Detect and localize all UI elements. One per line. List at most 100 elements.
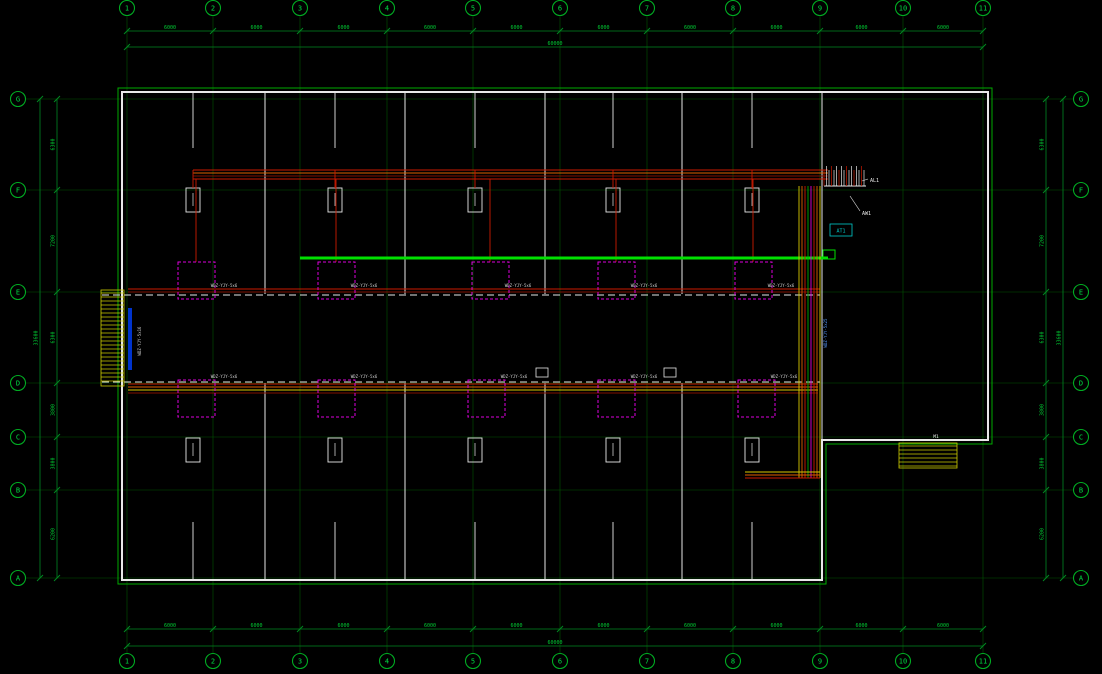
dimension-label: 6000: [770, 623, 782, 629]
building-outline: [122, 92, 988, 580]
dimension-label: 6000: [684, 623, 696, 629]
dimension-label: 6000: [337, 623, 349, 629]
grid-bubble-label: 11: [979, 4, 987, 12]
grid-bubble-label: 6: [558, 4, 562, 12]
grid-bubble-label: 2: [211, 657, 215, 665]
building-layer: [102, 88, 992, 584]
dimension-label: 6000: [597, 25, 609, 31]
dimension-label: 6000: [424, 25, 436, 31]
dimension-label: 6000: [855, 25, 867, 31]
junction-box: [536, 368, 548, 377]
equipment-box: [318, 262, 355, 299]
dimension-label: 60000: [547, 640, 562, 646]
grid-bubble-label: G: [16, 95, 20, 103]
grid-bubble-label: 1: [125, 4, 129, 12]
hatch-layer: [101, 290, 957, 468]
equipment-box: [178, 380, 215, 417]
equipment-layer: [178, 262, 775, 417]
grid-bubble-label: D: [1079, 379, 1083, 387]
grid-bubbles-layer: 11223344556677889910101111GGFFEEDDCCBBAA: [11, 1, 1089, 669]
annotation-label: WDZ-YJY-5x6: [351, 283, 378, 288]
grid-bubble-label: 5: [471, 4, 475, 12]
dimension-label: 3800: [1040, 404, 1046, 416]
junction-box: [664, 368, 676, 377]
grid-bubble-label: 10: [899, 4, 907, 12]
annotation-label: WDZ-YJY-5x6: [211, 283, 238, 288]
entrance-steps-right: [899, 443, 957, 468]
annotation-label: WDZ-YJY-5x6: [768, 283, 795, 288]
dimension-label: 6200: [1040, 528, 1046, 540]
dimension-label: 33600: [34, 330, 40, 345]
grid-bubble-label: B: [1079, 486, 1083, 494]
grid-bubble-label: 3: [298, 657, 302, 665]
entrance-steps-left: [101, 290, 124, 386]
dimension-label: 6000: [937, 623, 949, 629]
annotation-label: WDZ-YJY-5x6: [631, 283, 658, 288]
grid-bubble-label: G: [1079, 95, 1083, 103]
annotation-label: WDZ-YJY-5x6: [771, 374, 798, 379]
annotation-label: WDZ-YJY-5x6: [505, 283, 532, 288]
grid-bubble-label: 7: [645, 4, 649, 12]
equipment-box: [738, 380, 775, 417]
grid-bubble-label: C: [1079, 433, 1083, 441]
equipment-box: [735, 262, 772, 299]
dimension-label: 6000: [337, 25, 349, 31]
grid-bubble-label: 5: [471, 657, 475, 665]
dimension-label: 6000: [164, 25, 176, 31]
grid-bubble-label: 3: [298, 4, 302, 12]
dimension-label: 6000: [855, 623, 867, 629]
annotation-label: M1: [933, 434, 939, 440]
grid-bubble-label: E: [16, 288, 20, 296]
leader-line: [850, 196, 860, 211]
dimension-label: 7200: [51, 235, 57, 247]
annotation-label: WDZ-YJY-5x6: [351, 374, 378, 379]
annotation-label: AL1: [870, 178, 879, 184]
grid-bubble-label: 9: [818, 657, 822, 665]
dimension-label: 6000: [937, 25, 949, 31]
annotation-label: WDZ-YJY-5x25: [823, 318, 828, 347]
dimension-label: 6200: [51, 528, 57, 540]
annotation-label: WDZ-YJY-5x6: [501, 374, 528, 379]
grid-bubble-label: 2: [211, 4, 215, 12]
riser-marker-blue: [128, 308, 132, 370]
dimension-label: 6000: [424, 623, 436, 629]
grid-bubble-label: B: [16, 486, 20, 494]
equipment-box: [598, 380, 635, 417]
dimension-label: 6000: [250, 25, 262, 31]
dimension-label: 3800: [51, 404, 57, 416]
dimension-label: 6000: [597, 623, 609, 629]
grid-bubble-label: 10: [899, 657, 907, 665]
annotation-label: WDZ-YJY-5x6: [631, 374, 658, 379]
grid-bubble-label: 1: [125, 657, 129, 665]
grid-layer: [26, 16, 1075, 653]
leader-line: [862, 179, 868, 181]
equipment-box: [318, 380, 355, 417]
grid-bubble-label: 7: [645, 657, 649, 665]
grid-bubble-label: 4: [385, 4, 389, 12]
grid-bubble-label: C: [16, 433, 20, 441]
dimension-label: 33600: [1057, 330, 1063, 345]
annotation-label: WDZ-YJY-5x16: [137, 326, 142, 355]
equipment-box: [598, 262, 635, 299]
grid-bubble-label: D: [16, 379, 20, 387]
dimension-label: 3800: [1040, 457, 1046, 469]
dimension-label: 3800: [51, 457, 57, 469]
annotation-label: AW1: [862, 211, 871, 217]
equipment-box: [468, 380, 505, 417]
dimension-label: 6000: [510, 25, 522, 31]
annotation-layer: AL1AW1AT1WDZ-YJY-5x6WDZ-YJY-5x6WDZ-YJY-5…: [137, 178, 939, 440]
building-outline-outer: [118, 88, 992, 584]
equipment-box: [178, 262, 215, 299]
grid-bubble-label: 8: [731, 4, 735, 12]
grid-bubble-label: 11: [979, 657, 987, 665]
dimension-label: 6000: [770, 25, 782, 31]
dimension-label: 6000: [684, 25, 696, 31]
annotation-label: AT1: [836, 229, 845, 235]
grid-bubble-label: F: [1079, 186, 1083, 194]
grid-bubble-label: 8: [731, 657, 735, 665]
grid-bubble-label: 6: [558, 657, 562, 665]
dimension-label: 7200: [1040, 235, 1046, 247]
dimension-label: 6000: [250, 623, 262, 629]
